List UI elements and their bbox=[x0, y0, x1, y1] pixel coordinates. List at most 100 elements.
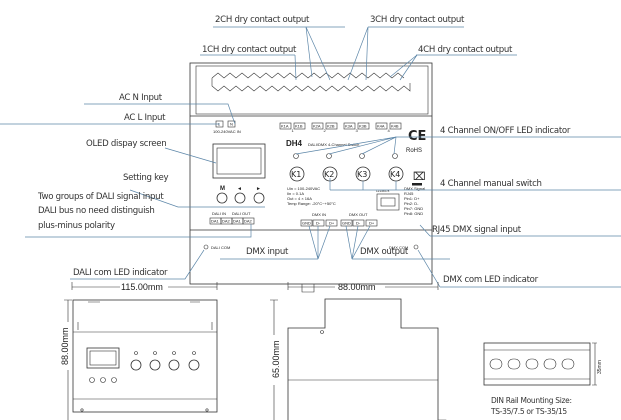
spec-line: Temp Range: -20°C~+50°C bbox=[287, 201, 336, 206]
dali-terminal: DA2 bbox=[244, 219, 253, 224]
label-ch4: 4CH dry contact output bbox=[418, 45, 513, 55]
setting-key-right[interactable] bbox=[253, 192, 265, 204]
dmx-out-terminal: D+ bbox=[369, 221, 375, 226]
dmx-out-label: DMX OUT bbox=[349, 212, 368, 217]
k1-label: K1 bbox=[291, 170, 301, 179]
label-ac-l: AC L Input bbox=[124, 113, 166, 123]
dmx-out-terminal: D- bbox=[356, 221, 361, 226]
dmx-signal-info: Pin8: GND bbox=[404, 211, 423, 216]
label-led-indicator: 4 Channel ON/OFF LED indicator bbox=[440, 126, 571, 136]
terminal-k1a: K1A bbox=[281, 124, 289, 129]
channel-led bbox=[359, 153, 365, 159]
label-oled: OLED dispay screen bbox=[86, 139, 166, 149]
side-dimension-view: 88.00mm 65.00mm bbox=[270, 282, 447, 420]
dali-terminal: DA1 bbox=[211, 219, 220, 224]
rail-height: 35mm bbox=[597, 360, 603, 374]
spec-line: Iin = 0.1A bbox=[287, 191, 304, 196]
channel-4: 4 bbox=[388, 128, 391, 133]
label-ch3: 3CH dry contact output bbox=[370, 15, 465, 25]
channel-1: 1 bbox=[292, 128, 295, 133]
terminal-k4a: K4A bbox=[377, 124, 385, 129]
terminal-block bbox=[211, 72, 411, 92]
label-dali-groups: DALI bus no need distinguish bbox=[38, 206, 155, 216]
model-name: DH4 bbox=[286, 139, 303, 148]
channel-3: 3 bbox=[356, 128, 359, 133]
rohs-mark: RoHS bbox=[406, 148, 422, 154]
dali-terminal: DA2 bbox=[222, 219, 231, 224]
label-dali-groups: Two groups of DALI signal input bbox=[37, 192, 164, 202]
label-ch1: 1CH dry contact output bbox=[202, 45, 297, 55]
rj45-pins: 12345678 bbox=[376, 189, 390, 193]
dali-com-label: DALI COM bbox=[211, 245, 230, 250]
relay-terminals: K1A K1B 1 K2A K2B 2 K3A K3B 3 K4A K4B 4 bbox=[279, 122, 402, 133]
dmx-in-terminal: D- bbox=[316, 221, 321, 226]
label-dali-groups: plus-minus polarity bbox=[38, 221, 115, 231]
dmx-in-terminal: D+ bbox=[329, 221, 335, 226]
rail-note-2: TS-35/7.5 or TS-35/15 bbox=[490, 407, 567, 416]
k3-label: K3 bbox=[357, 170, 367, 179]
dmx-signal-info: RJ45 bbox=[404, 191, 414, 196]
manual-switch-k4[interactable]: K4 bbox=[388, 166, 404, 182]
device-front: L N 100-240VAC IN K1A K1B 1 K2A K2B 2 K3… bbox=[189, 62, 433, 293]
spec-line: Uin = 100-240VAC bbox=[287, 186, 320, 191]
front-width: 115.00mm bbox=[121, 282, 163, 292]
dali-terminal: DA1 bbox=[233, 219, 242, 224]
terminal-k2a: K2A bbox=[313, 124, 321, 129]
dmx-com-led bbox=[413, 244, 419, 250]
side-height: 65.00mm bbox=[271, 340, 281, 378]
key-m-label: M bbox=[220, 186, 225, 192]
side-width: 88.00mm bbox=[338, 282, 376, 292]
model-subtitle: DALI/DMX 4-Channel Switch bbox=[308, 142, 359, 147]
weee-bar bbox=[412, 183, 422, 186]
din-rail-view: 35mm DIN Rail Mounting Size: TS-35/7.5 o… bbox=[483, 342, 603, 416]
manual-switch-k1[interactable]: K1 bbox=[289, 166, 305, 182]
key-left-label: ◄ bbox=[237, 186, 242, 192]
ac-rating: 100-240VAC IN bbox=[213, 129, 241, 134]
setting-key-m[interactable] bbox=[216, 192, 228, 204]
dmx-signal-info: Pin1: D+ bbox=[404, 196, 420, 201]
rail-note-1: DIN Rail Mounting Size: bbox=[491, 396, 572, 405]
label-dmx-com-led: DMX com LED indicator bbox=[443, 275, 539, 285]
setting-key-left[interactable] bbox=[234, 192, 246, 204]
dmx-signal-info: Pin2: D- bbox=[404, 201, 419, 206]
terminal-k3a: K3A bbox=[345, 124, 353, 129]
terminal-k4b: K4B bbox=[391, 124, 399, 129]
terminal-k1b: K1B bbox=[295, 124, 303, 129]
front-dimension-view: 115.00mm 88.00mm bbox=[60, 282, 218, 420]
oled-screen bbox=[212, 143, 266, 179]
channel-2: 2 bbox=[324, 128, 327, 133]
terminal-k2b: K2B bbox=[327, 124, 335, 129]
callout-labels: 2CH dry contact output 3CH dry contact o… bbox=[37, 15, 571, 285]
dmx-in-terminal: GND bbox=[302, 221, 311, 226]
label-ch2: 2CH dry contact output bbox=[215, 15, 310, 25]
dali-out-label: DALI OUT bbox=[232, 211, 251, 216]
ce-mark: CE bbox=[408, 129, 426, 144]
label-rj45: RJ45 DMX signal input bbox=[432, 225, 522, 235]
front-height: 88.00mm bbox=[60, 327, 70, 365]
label-setting-key: Setting key bbox=[123, 173, 168, 183]
spec-line: Out = 4 × 16A bbox=[287, 196, 312, 201]
k2-label: K2 bbox=[324, 170, 334, 179]
dmx-signal-info: DMX Signal bbox=[404, 186, 425, 191]
rj45-port[interactable] bbox=[376, 193, 400, 211]
dmx-out-terminal: GND bbox=[342, 221, 351, 226]
channel-led bbox=[293, 153, 299, 159]
key-right-label: ► bbox=[256, 186, 261, 192]
terminal-k3b: K3B bbox=[359, 124, 367, 129]
label-ac-n: AC N Input bbox=[119, 93, 163, 103]
k4-label: K4 bbox=[390, 170, 400, 179]
label-dali-com-led: DALI com LED indicator bbox=[73, 268, 168, 278]
channel-led bbox=[392, 153, 398, 159]
ac-terminal-n: N bbox=[230, 122, 233, 127]
dmx-com-label: DMX COM bbox=[389, 245, 408, 250]
label-manual-switch: 4 Channel manual switch bbox=[440, 179, 542, 189]
leader-lines bbox=[0, 26, 621, 288]
dali-in-label: DALI IN bbox=[212, 211, 226, 216]
dali-com-led bbox=[203, 244, 209, 250]
dmx-signal-info: Pin7: GND bbox=[404, 206, 423, 211]
dmx-in-label: DMX IN bbox=[312, 212, 326, 217]
manual-switch-k3[interactable]: K3 bbox=[355, 166, 371, 182]
label-dmx-input: DMX input bbox=[246, 247, 289, 257]
